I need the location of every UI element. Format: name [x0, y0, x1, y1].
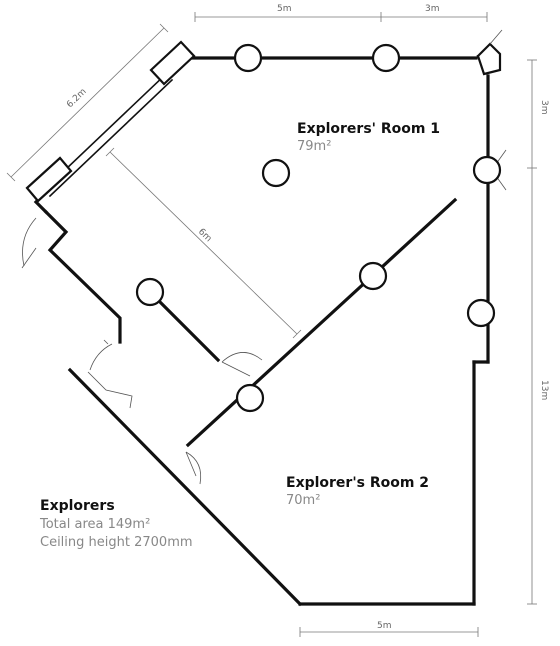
dim-diagonal-outer-label: 6.2m [65, 87, 89, 110]
room-2-area: 70m² [286, 493, 320, 508]
info-ceiling-height: Ceiling height 2700mm [40, 535, 193, 550]
dim-diagonal-inner-label: 6m [196, 227, 213, 244]
room-1-area: 79m² [297, 139, 331, 154]
corner-detail [476, 29, 503, 76]
door-swings [21, 149, 507, 485]
column [358, 261, 388, 291]
column [472, 155, 502, 185]
column [466, 298, 496, 328]
columns [135, 43, 502, 413]
diagonal-window-wall [25, 40, 196, 203]
partition-walls [147, 197, 458, 448]
dim-right-upper-label: 3m [539, 100, 549, 115]
outer-walls [33, 56, 490, 607]
dimension-lines [6, 12, 537, 637]
window-frame-upper [149, 40, 196, 86]
dim-top-right-label: 3m [425, 4, 440, 14]
column [135, 277, 165, 307]
info-title: Explorers [40, 498, 115, 514]
dim-top-left-label: 5m [277, 4, 292, 14]
column [235, 383, 265, 413]
window-frame-lower [25, 156, 73, 203]
room-2-name: Explorer's Room 2 [286, 475, 429, 491]
info-total-area: Total area 149m² [39, 517, 150, 532]
dim-bottom-label: 5m [377, 621, 392, 631]
column [371, 43, 401, 73]
dim-right-lower-label: 13m [539, 380, 549, 400]
room-1-name: Explorers' Room 1 [297, 121, 440, 137]
column [261, 158, 291, 188]
column [233, 43, 263, 73]
